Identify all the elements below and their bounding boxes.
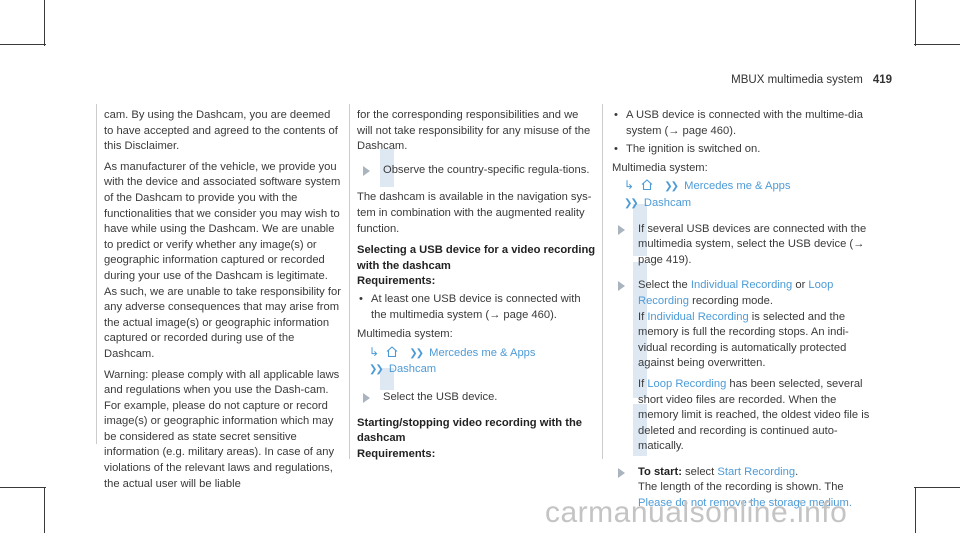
option-individual-recording: Individual Recording — [647, 310, 749, 323]
paragraph: Warning: please comply with all applicab… — [104, 368, 340, 490]
step-triangle-icon — [363, 392, 370, 403]
menu-path: ↳ ❯❯ Mercedes me & Apps — [357, 345, 597, 362]
step-text: If Individual Recording is selected and … — [638, 310, 849, 370]
crop-mark — [0, 487, 46, 488]
paragraph: for the corresponding responsibilities a… — [357, 109, 591, 153]
paragraph: cam. By using the Dashcam, you are deeme… — [104, 109, 338, 153]
column-3: A USB device is connected with the multi… — [612, 108, 874, 520]
crop-mark — [914, 44, 960, 45]
column-divider — [602, 104, 603, 459]
list-item: A USB device is connected with the multi… — [612, 108, 874, 139]
instruction-step: Select the USB device. — [357, 390, 597, 406]
column-divider — [349, 104, 350, 459]
step-bar — [633, 262, 647, 398]
multimedia-label: Multimedia system: — [357, 328, 453, 341]
display-message: Please do not remove the storage medium. — [638, 497, 852, 510]
requirements-label: Requirements: — [357, 447, 436, 460]
home-icon — [386, 345, 398, 357]
step-text: To start: select Start Recording. — [638, 465, 799, 478]
menu-path: ❯❯ Dashcam — [357, 362, 597, 378]
instruction-step: If several USB devices are connected wit… — [612, 222, 874, 269]
double-chevron-icon: ❯❯ — [409, 347, 424, 359]
step-bar — [633, 204, 647, 256]
menu-path: ↳ ❯❯ Mercedes me & Apps — [612, 178, 874, 195]
list-item: The ignition is switched on. — [612, 142, 874, 158]
column-2: for the corresponding responsibilities a… — [357, 108, 597, 462]
step-bar — [380, 368, 394, 390]
step-bar — [633, 404, 647, 456]
page-header: MBUX multimedia system 419 — [731, 74, 892, 86]
step-text: If Loop Recording has been selected, sev… — [638, 377, 870, 453]
menu-item-dashcam: Dashcam — [388, 363, 437, 376]
double-chevron-icon: ❯❯ — [369, 364, 384, 376]
crop-mark — [915, 487, 916, 533]
option-loop-recording: Loop Recording — [638, 279, 834, 307]
home-icon — [641, 179, 653, 191]
multimedia-label: Multimedia system: — [612, 161, 708, 174]
crop-mark — [914, 487, 960, 488]
step-text: Select the Individual Recording or Loop … — [638, 279, 834, 307]
option-individual-recording: Individual Recording — [690, 279, 793, 292]
crop-mark — [0, 44, 46, 45]
step-bar — [380, 149, 394, 187]
step-text: If several USB devices are connected wit… — [638, 222, 867, 266]
column-divider — [96, 104, 97, 444]
step-text: Select the USB device. — [383, 390, 498, 403]
option-start-recording: Start Recording — [717, 465, 796, 478]
header-title: MBUX multimedia system — [731, 74, 863, 86]
menu-item-mercedes-me: Mercedes me & Apps — [429, 346, 536, 359]
menu-item-dashcam: Dashcam — [643, 196, 692, 209]
step-triangle-icon — [363, 165, 370, 176]
step-text: Observe the country-specific regula-tion… — [383, 163, 590, 176]
watermark: carmanualsonline.info — [545, 496, 848, 529]
requirements-label: Requirements: — [357, 275, 436, 288]
instruction-step: Select the Individual Recording or Loop … — [612, 278, 874, 455]
page-number: 419 — [872, 74, 892, 86]
crop-mark — [44, 487, 45, 533]
column-1: cam. By using the Dashcam, you are deeme… — [104, 108, 342, 497]
step-triangle-icon — [618, 281, 625, 292]
option-loop-recording: Loop Recording — [647, 377, 727, 390]
menu-item-mercedes-me: Mercedes me & Apps — [684, 180, 791, 193]
list-item: At least one USB device is connected wit… — [357, 292, 597, 323]
crop-mark — [44, 0, 45, 46]
section-heading: Starting/stopping video recording with t… — [357, 416, 582, 445]
step-triangle-icon — [618, 224, 625, 235]
paragraph: The dashcam is available in the navigati… — [357, 191, 592, 235]
step-text: The length of the recording is shown. Th… — [638, 481, 852, 510]
instruction-step: Observe the country-specific regula-tion… — [357, 163, 597, 179]
crop-mark — [915, 0, 916, 46]
menu-path: ❯❯ Dashcam — [612, 196, 874, 212]
double-chevron-icon: ❯❯ — [624, 197, 639, 209]
section-heading: Selecting a USB device for a video recor… — [357, 244, 596, 272]
path-arrow-icon: ↳ — [624, 178, 635, 193]
double-chevron-icon: ❯❯ — [664, 181, 679, 193]
instruction-step: To start: select Start Recording. The le… — [612, 465, 874, 512]
path-arrow-icon: ↳ — [369, 344, 380, 359]
step-triangle-icon — [618, 467, 625, 478]
paragraph: As manufacturer of the vehicle, we provi… — [104, 160, 341, 360]
